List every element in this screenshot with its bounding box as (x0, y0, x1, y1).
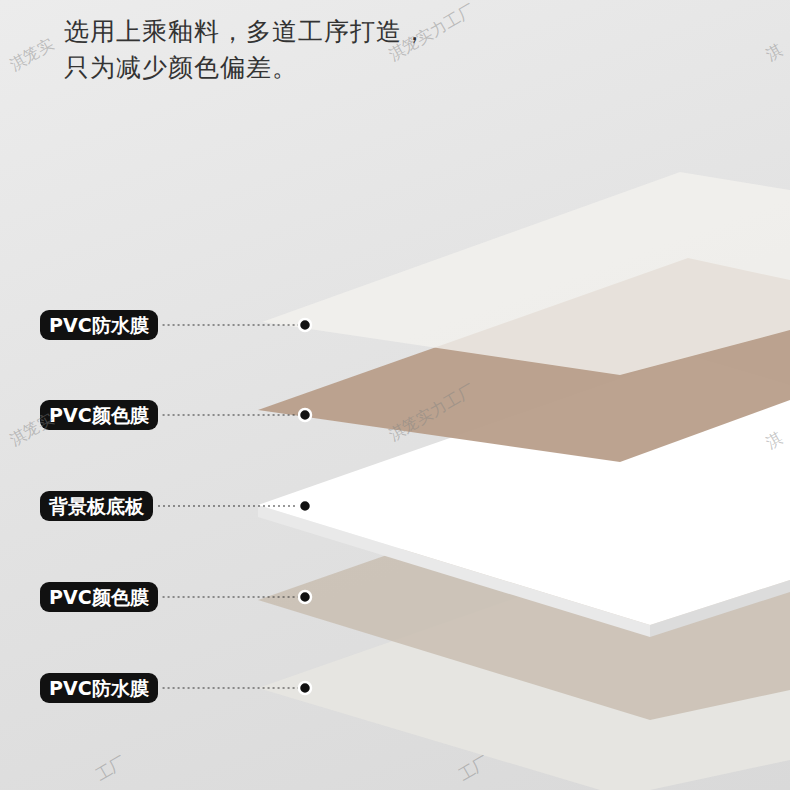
tag-text: PVC颜色膜 (49, 404, 149, 426)
leader-line (158, 505, 298, 506)
watermark: 淇 (762, 40, 786, 66)
layer-dot (299, 319, 311, 331)
layer-tag: PVC颜色膜 (40, 400, 158, 430)
top-waterproof-film (262, 172, 790, 375)
layer-dot (299, 591, 311, 603)
layer-dot (299, 500, 311, 512)
layer-tag: PVC颜色膜 (40, 582, 158, 612)
layer-dot (299, 682, 311, 694)
leader-line (163, 414, 298, 415)
layer-tag: PVC防水膜 (40, 673, 158, 703)
layer-tag: PVC防水膜 (40, 310, 158, 340)
leader-line (163, 324, 298, 325)
layer-dot (299, 409, 311, 421)
tag-text: 背景板底板 (49, 495, 144, 517)
tag-text: PVC颜色膜 (49, 586, 149, 608)
layer-tag: 背景板底板 (40, 491, 153, 521)
watermark: 淇笼实 (6, 409, 58, 451)
watermark: 工厂 (92, 752, 130, 786)
tag-text: PVC防水膜 (49, 677, 149, 699)
watermark: 工厂 (455, 752, 493, 786)
leader-line (163, 596, 298, 597)
leader-line (163, 687, 298, 688)
tag-text: PVC防水膜 (49, 314, 149, 336)
watermark: 淇笼实 (6, 34, 58, 76)
